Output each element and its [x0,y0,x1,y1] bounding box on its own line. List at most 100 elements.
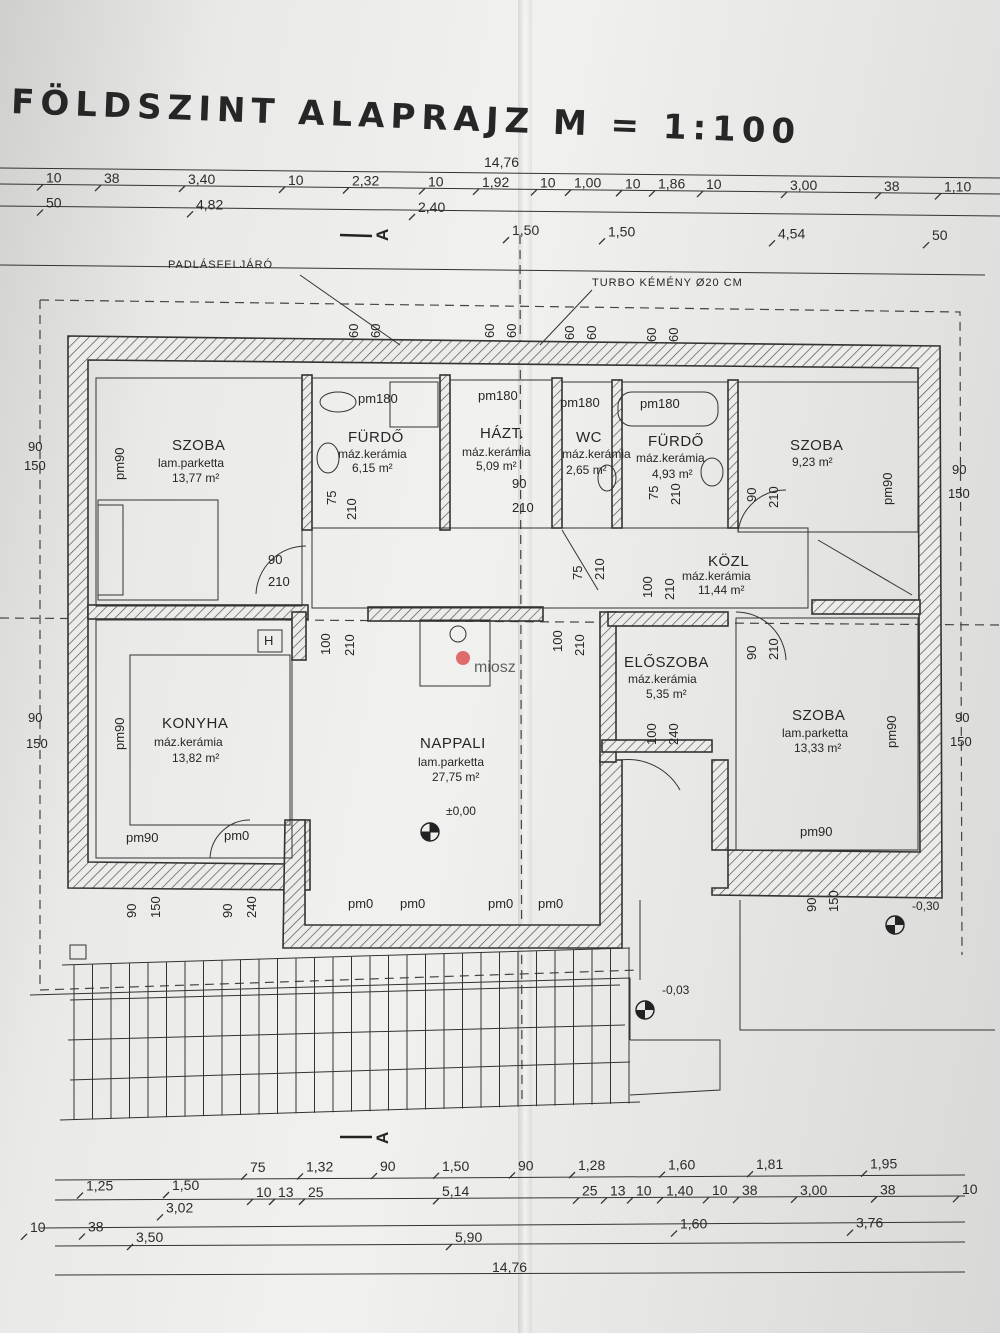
downpipe-icon [69,944,87,960]
closet-line [817,539,913,596]
dim-top-row1-9: 10 [625,175,641,191]
dim-bot-row2-4: 5,14 [442,1183,469,1199]
dim-bot-row2-tick-8 [656,1196,664,1204]
wall-hall-east [711,759,729,851]
room-entry-area: 5,35 m² [646,687,687,701]
dim-bot-row4-0: 3,50 [136,1229,163,1245]
sink2-icon [700,457,724,487]
door-100-entry: 100 [644,723,659,745]
paving-outline [639,900,995,1031]
dim-bottom-total: 14,76 [492,1259,527,1275]
dim-top-row1-2: 3,40 [188,171,215,187]
dim-bot-row2-tick-7 [626,1196,634,1204]
pm180-laundry: pm180 [478,388,518,403]
dim-top-row1-tick-12 [780,191,788,199]
watermark-logo-icon [456,651,470,665]
dim-top-row1-tick-8 [564,189,572,197]
dim-top-row1-8: 1,00 [574,175,601,191]
opening-210-living-right: 210 [572,634,587,656]
pm90-kitchen: pm90 [112,717,127,750]
room-bedroom1-floor: lam.parketta [158,456,224,470]
dim-bot-row1-7: 1,28 [578,1157,605,1173]
dim-bot-row1-4: 90 [380,1158,396,1174]
level-markers [420,822,905,1020]
dim-top-row1-tick-4 [342,187,350,194]
dim-top-row1-tick-0 [36,184,44,191]
level-main-label: ±0,00 [446,804,476,818]
dim-top-total: 14,76 [484,154,519,170]
room-bath1-area: 6,15 m² [352,461,393,475]
room-wc-area: 2,65 m² [566,463,607,477]
dim-bot-row1-0: 1,25 [86,1178,113,1194]
interior-lines: H [95,377,919,859]
opening-labels: pm180 pm180 pm180 pm180 pm90 pm90 pm90 p… [24,324,972,918]
door-210-bedroom3: 210 [766,638,781,660]
dim-top-row1-6: 1,92 [482,174,509,190]
door-90-bedroom2: 90 [744,488,759,502]
dim-bot-row4-tick-1 [445,1243,453,1251]
wall-hall-south [601,739,713,753]
room-bath1-floor: máz.kerámia [338,447,407,461]
room-labels: SZOBA lam.parketta 13,77 m² FÜRDŐ máz.ke… [154,425,940,997]
dim-bot-row2-11: 3,00 [800,1182,827,1198]
vent-60-e: 60 [562,326,577,340]
room-wc-floor: máz.kerámia [562,447,631,461]
wall-bath2-east [727,379,739,529]
room-laundry-name: HÁZT. [480,425,524,442]
dim-bot-row2-0: 3,02 [166,1199,193,1215]
room-bath2-name: FÜRDŐ [648,432,704,450]
dim-bot-row2-5: 25 [582,1183,598,1199]
room-laundry-floor: máz.kerámia [462,445,531,459]
pm0-kitchen: pm0 [224,828,249,843]
outer-wall-living [282,759,623,949]
pm0-living-3: pm0 [488,896,513,911]
dim-bot-row2-tick-9 [702,1196,710,1204]
door-swing-kitchen [209,819,251,859]
pm0-living-2: pm0 [400,896,425,911]
dim-bot-row2-1: 10 [256,1184,272,1200]
dim-bottom-row2-line [54,1195,966,1201]
dim-bot-row3-0: 10 [30,1219,46,1235]
dim-line-total [0,167,1000,179]
watermark-text: miosz [474,659,516,676]
dim-top-row1-11: 10 [706,176,722,192]
room-kitchen-name: KONYHA [162,715,228,732]
opening-210-corridor: 210 [662,578,677,600]
window-150-left1: 150 [24,458,46,473]
dim-top-row1-tick-9 [615,189,623,197]
roof-line-top [0,264,986,276]
dim-top-row1-7: 10 [540,174,556,190]
dim-top-row1-tick-13 [874,192,882,200]
kitchen-outline [95,619,293,859]
dim-bot-row3-1: 38 [88,1219,104,1235]
dim-top-row1-tick-14 [934,192,942,200]
chimney-note: TURBO KÉMÉNY Ø20 CM [592,276,743,289]
dim-bottom-row3-line [39,1221,966,1229]
dim-bot-row2-tick-11 [790,1196,798,1204]
dim-top-row2-0: 50 [46,195,62,211]
dim-top-row1-4: 2,32 [352,173,379,189]
door-210-wc: 210 [592,558,607,580]
door-90-bedroom1: 90 [268,552,282,567]
window-90-left1: 90 [28,439,42,454]
door-swing-bedroom3 [735,611,787,661]
dim-bot-row2-12: 38 [880,1181,896,1197]
dim-top-row1-14: 1,10 [944,178,971,194]
dim-bot-row2-tick-6 [600,1197,608,1205]
dim-top-row2-1: 4,82 [196,196,223,212]
dim-top-row2-tick-3 [502,236,510,244]
door-210-laundry: 210 [512,500,534,515]
outer-wall-main [67,335,943,899]
toilet1-icon [316,442,340,474]
dim-bot-row2-tick-2 [268,1198,276,1206]
dim-bot-row1-tick-3 [296,1173,304,1180]
dim-top-row2-tick-5 [768,239,776,247]
pm0-living-1: pm0 [348,896,373,911]
dim-bot-row4-1: 5,90 [455,1229,482,1245]
dim-bot-row4-tick-0 [126,1243,134,1251]
vent-60-d: 60 [504,324,519,338]
dim-top-row2-6: 50 [932,227,948,243]
pergola-slats [73,948,630,1120]
room-entry-name: ELŐSZOBA [624,654,709,671]
